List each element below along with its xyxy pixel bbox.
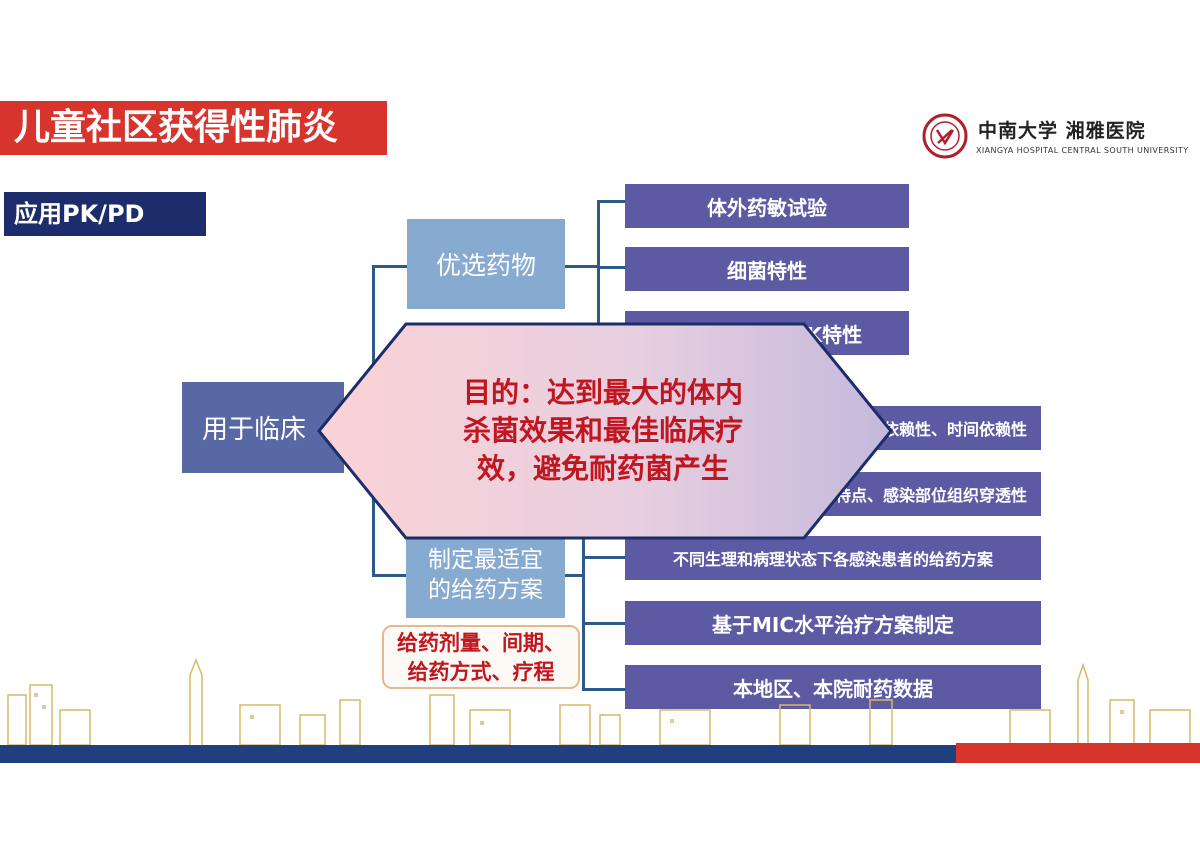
goal-line: 效，避免耐药菌产生: [476, 452, 729, 485]
section-subtitle: 应用PK/PD: [4, 192, 206, 236]
hospital-name-en: XIANGYA HOSPITAL CENTRAL SOUTH UNIVERSIT…: [976, 146, 1189, 155]
category-label-line: 制定最适宜: [428, 546, 543, 573]
item-node: 细菌特性: [625, 247, 909, 291]
note-line: 给药剂量、间期、: [397, 631, 565, 655]
hospital-seal-icon: [922, 113, 968, 159]
root-node: 用于临床: [182, 382, 344, 473]
item-node: 体外药敏试验: [625, 184, 909, 228]
connector: [565, 265, 600, 268]
connector: [582, 622, 625, 625]
connector: [597, 266, 625, 269]
goal-text: 目的：达到最大的体内 杀菌效果和最佳临床疗 效，避免耐药菌产生: [438, 374, 768, 488]
category-label-line: 的给药方案: [428, 576, 543, 603]
page-title: 儿童社区获得性肺炎: [0, 101, 387, 155]
note-line: 给药方式、疗程: [407, 660, 555, 684]
connector: [582, 688, 625, 691]
connector: [597, 200, 625, 203]
dosing-note: 给药剂量、间期、 给药方式、疗程: [382, 625, 580, 689]
connector: [372, 574, 408, 577]
goal-line: 目的：达到最大的体内: [462, 376, 743, 409]
goal-line: 杀菌效果和最佳临床疗: [462, 414, 743, 447]
item-node: 基于MIC水平治疗方案制定: [625, 601, 1041, 645]
hospital-name-cn: 中南大学 湘雅医院: [978, 120, 1146, 142]
connector: [582, 556, 625, 559]
goal-hexagon: [317, 322, 893, 540]
skyline-decoration: [7, 657, 1191, 746]
item-node: 本地区、本院耐药数据: [625, 665, 1041, 709]
footer-red-strip: [956, 743, 1200, 763]
item-node: 不同生理和病理状态下各感染患者的给药方案: [625, 536, 1041, 580]
connector: [565, 574, 585, 577]
category-node-dosing-plan: 制定最适宜 的给药方案: [406, 531, 565, 618]
category-node-drug-selection: 优选药物: [407, 219, 565, 309]
connector: [372, 265, 408, 268]
footer-blue-strip: [0, 745, 960, 763]
